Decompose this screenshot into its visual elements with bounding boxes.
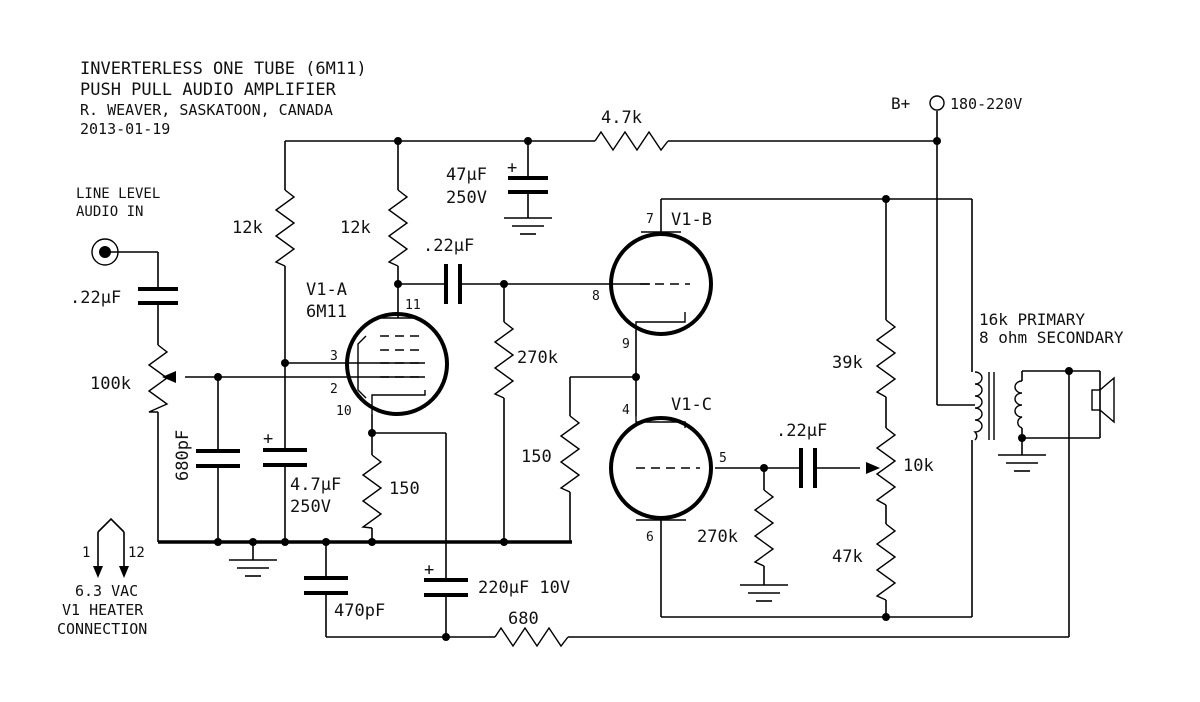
heater-voltage: 6.3 VAC bbox=[75, 582, 138, 600]
pin-5: 5 bbox=[719, 451, 727, 466]
ground-symbol-grid-c bbox=[740, 584, 788, 602]
pin-4: 4 bbox=[622, 403, 630, 418]
label-c-input: .22μF bbox=[70, 288, 121, 308]
title-line-1: INVERTERLESS ONE TUBE (6M11) bbox=[80, 59, 367, 79]
label-c-47uf: 47μF bbox=[446, 165, 487, 185]
ground-symbol-filter bbox=[504, 217, 552, 235]
plus-sign-220uf: + bbox=[424, 560, 434, 580]
label-c-4u7: 4.7μF bbox=[290, 475, 341, 495]
label-c-470pf: 470pF bbox=[334, 601, 385, 621]
capacitor-4u7 bbox=[263, 448, 307, 467]
capacitor-coupling-1 bbox=[444, 264, 462, 304]
label-c-4u7-voltage: 250V bbox=[290, 497, 331, 517]
wires bbox=[97, 111, 1101, 638]
label-r-12k-plate: 12k bbox=[340, 218, 371, 238]
capacitor-input bbox=[138, 287, 178, 305]
author-line: R. WEAVER, SASKATOON, CANADA bbox=[80, 101, 333, 119]
pin-9: 9 bbox=[622, 337, 630, 352]
label-c-220uf: 220μF 10V bbox=[478, 578, 570, 598]
label-c-680pf: 680pF bbox=[173, 430, 193, 481]
capacitor-47uf bbox=[508, 176, 548, 194]
label-r-270k-grid-c: 270k bbox=[697, 527, 738, 547]
heater-pin-12: 12 bbox=[128, 545, 145, 561]
resistor-680 bbox=[494, 626, 569, 648]
tube-v1b bbox=[609, 231, 713, 336]
capacitor-220uf bbox=[424, 578, 468, 597]
label-tube-v1b: V1-B bbox=[671, 210, 712, 230]
heater-connection: CONNECTION bbox=[57, 620, 147, 638]
resistor-12k-plate bbox=[387, 189, 409, 267]
pin-3: 3 bbox=[330, 349, 338, 364]
pin-7: 7 bbox=[646, 212, 654, 227]
resistor-47k bbox=[875, 523, 897, 601]
capacitor-680pf bbox=[196, 449, 240, 468]
resistor-150-cathode bbox=[361, 454, 383, 529]
capacitor-coupling-2 bbox=[799, 448, 817, 488]
label-r-270k-grid-b: 270k bbox=[517, 348, 558, 368]
heater-label: V1 HEATER bbox=[62, 601, 144, 619]
pin-6: 6 bbox=[646, 530, 654, 545]
label-r-47k: 47k bbox=[832, 547, 863, 567]
label-transformer-primary: 16k PRIMARY bbox=[979, 310, 1085, 329]
plus-sign-47uf: + bbox=[507, 158, 517, 178]
resistor-150-link bbox=[559, 415, 581, 493]
output-transformer bbox=[973, 371, 1023, 441]
ground-symbol-bus bbox=[229, 559, 277, 577]
label-r-39k: 39k bbox=[832, 353, 863, 373]
pin-11: 11 bbox=[405, 298, 421, 313]
resistor-39k bbox=[875, 319, 897, 398]
pin-2: 2 bbox=[330, 382, 338, 397]
label-tube-v1a: V1-A bbox=[306, 280, 347, 300]
capacitor-470pf bbox=[304, 576, 348, 595]
resistor-270k-grid-b bbox=[493, 321, 515, 399]
label-c-47uf-voltage: 250V bbox=[446, 188, 487, 208]
resistor-4k7 bbox=[594, 130, 669, 152]
label-r-4k7: 4.7k bbox=[601, 108, 642, 128]
label-c-coupling-2: .22μF bbox=[776, 421, 827, 441]
potentiometer-10k bbox=[866, 427, 897, 506]
label-pot-100k: 100k bbox=[90, 374, 131, 394]
b-plus-terminal-icon bbox=[929, 95, 945, 111]
label-r-680: 680 bbox=[508, 609, 539, 629]
pin-10: 10 bbox=[336, 404, 352, 419]
heater-arrow-left-icon bbox=[93, 566, 103, 578]
label-r-12k-grid: 12k bbox=[232, 218, 263, 238]
label-supply-voltage: 180-220V bbox=[950, 95, 1022, 113]
label-c-coupling-1: .22μF bbox=[423, 236, 474, 256]
tube-v1a bbox=[345, 312, 449, 416]
label-tube-v1c: V1-C bbox=[671, 395, 712, 415]
label-pot-10k: 10k bbox=[903, 456, 934, 476]
label-line-level: LINE LEVEL bbox=[76, 186, 160, 202]
junction-dots bbox=[214, 137, 1073, 641]
label-tube-type: 6M11 bbox=[306, 302, 347, 322]
resistor-12k-grid bbox=[274, 189, 296, 267]
label-audio-in: AUDIO IN bbox=[76, 204, 143, 220]
label-r-150-link: 150 bbox=[521, 447, 552, 467]
audio-input-jack-icon bbox=[91, 238, 119, 266]
resistor-270k-grid-c bbox=[753, 489, 775, 567]
plus-sign-4u7: + bbox=[263, 429, 273, 449]
tube-v1c bbox=[609, 416, 713, 521]
speaker-icon bbox=[1091, 376, 1115, 424]
heater-pin-1: 1 bbox=[82, 545, 90, 561]
label-transformer-secondary: 8 ohm SECONDARY bbox=[979, 328, 1124, 347]
heater-arrow-right-icon bbox=[119, 566, 129, 578]
label-b-plus: B+ bbox=[891, 94, 910, 113]
ground-symbol-secondary bbox=[998, 454, 1046, 472]
date-line: 2013-01-19 bbox=[80, 120, 170, 138]
label-r-150-cathode: 150 bbox=[389, 479, 420, 499]
pin-8: 8 bbox=[592, 289, 600, 304]
title-line-2: PUSH PULL AUDIO AMPLIFIER bbox=[80, 80, 337, 100]
potentiometer-100k bbox=[147, 344, 176, 413]
